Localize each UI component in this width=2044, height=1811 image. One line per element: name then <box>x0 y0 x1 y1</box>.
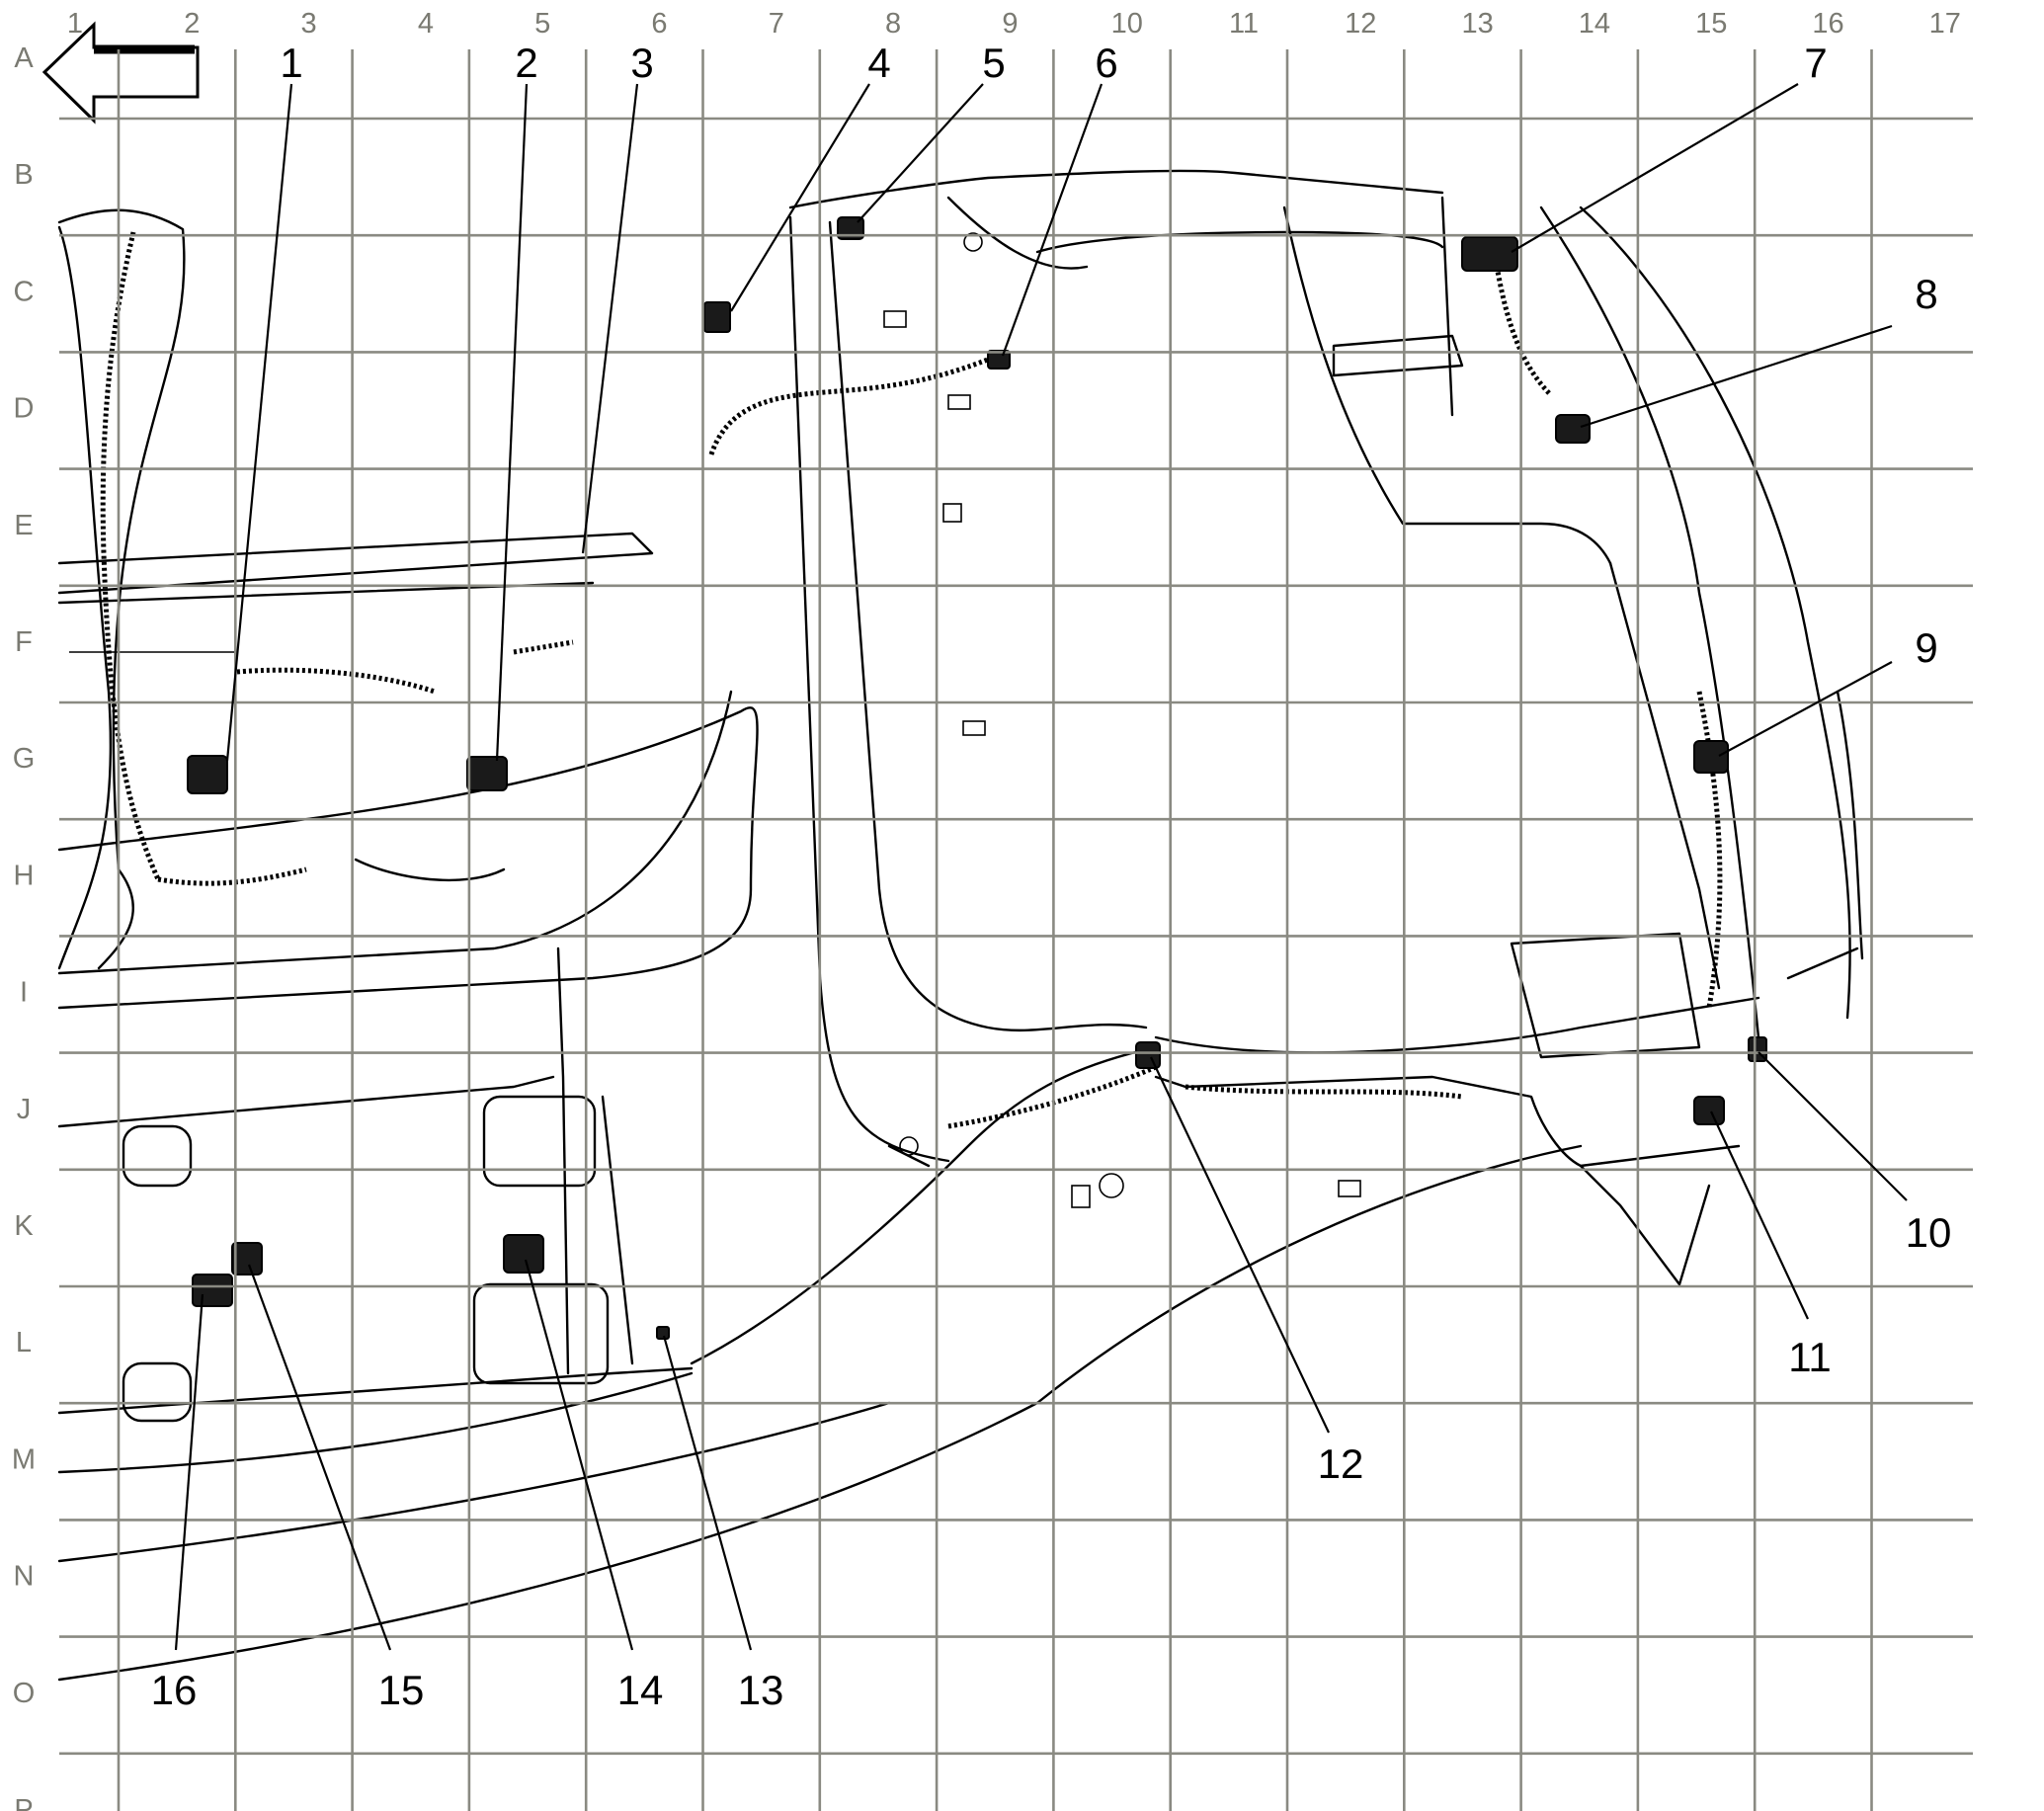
grid-row-label: K <box>14 1210 34 1242</box>
connector-14 <box>503 1234 544 1274</box>
grid-column-label: 11 <box>1229 8 1259 40</box>
connector-13 <box>656 1326 670 1340</box>
connector-4 <box>703 301 731 333</box>
grid-row-label: P <box>14 1794 33 1811</box>
grid-column-label: 3 <box>301 8 317 40</box>
callout-8: 8 <box>1915 271 1937 317</box>
grid-column-label: 8 <box>885 8 901 40</box>
grid-row-label: A <box>14 42 34 74</box>
grid-row-label: E <box>14 510 33 541</box>
grid-row-label: D <box>14 393 35 425</box>
grid-row-label: G <box>13 743 36 775</box>
callout-1: 1 <box>280 40 302 86</box>
callout-6: 6 <box>1095 40 1117 86</box>
connector-15 <box>231 1242 263 1276</box>
grid-column-label: 10 <box>1111 8 1143 40</box>
connector-8 <box>1555 414 1591 444</box>
grid-column-label: 6 <box>651 8 667 40</box>
callout-4: 4 <box>867 40 890 86</box>
grid-column-label: 5 <box>534 8 550 40</box>
grid-column-label: 7 <box>769 8 784 40</box>
callout-2: 2 <box>515 40 537 86</box>
grid-column-label: 9 <box>1002 8 1018 40</box>
connector-5 <box>837 216 864 240</box>
grid-row-label: C <box>14 276 35 307</box>
callout-13: 13 <box>738 1667 784 1713</box>
callout-10: 10 <box>1906 1209 1952 1256</box>
callout-3: 3 <box>630 40 653 86</box>
grid-column-label: 1 <box>67 8 83 40</box>
grid-column-label: 15 <box>1695 8 1727 40</box>
left-arrow-icon <box>41 21 200 124</box>
callout-15: 15 <box>378 1667 425 1713</box>
grid-column-label: 16 <box>1812 8 1843 40</box>
grid-row-label: I <box>20 977 28 1009</box>
callout-leaders <box>174 83 1908 1651</box>
connector-11 <box>1693 1096 1725 1125</box>
connector-9 <box>1693 740 1729 774</box>
connector-7 <box>1461 236 1518 272</box>
connector-12 <box>1135 1041 1161 1069</box>
grid-column-label: 14 <box>1579 8 1610 40</box>
callout-5: 5 <box>982 40 1005 86</box>
callout-12: 12 <box>1318 1441 1364 1487</box>
callout-16: 16 <box>151 1667 198 1713</box>
grid-row-label: M <box>12 1443 36 1475</box>
connector-16 <box>192 1274 233 1307</box>
callout-7: 7 <box>1804 40 1827 86</box>
callout-11: 11 <box>1788 1334 1832 1380</box>
grid-row-label: O <box>13 1678 36 1709</box>
grid-row-label: B <box>14 159 33 191</box>
grid-column-label: 2 <box>184 8 200 40</box>
callout-numbers: 1 2 3 4 5 6 7 8 9 10 11 12 13 14 15 16 <box>151 40 1952 1713</box>
grid-row-label: N <box>14 1561 35 1593</box>
grid-row-label: L <box>16 1327 32 1358</box>
grid-column-label: 13 <box>1461 8 1493 40</box>
vehicle-body-outline <box>57 169 1864 1682</box>
grid-row-label: F <box>15 626 33 658</box>
connector-2 <box>466 756 508 791</box>
callout-14: 14 <box>617 1667 664 1713</box>
connector-6 <box>987 350 1011 370</box>
grid-column-label: 17 <box>1929 8 1961 40</box>
grid-column-label: 4 <box>418 8 434 40</box>
grid-row-label: J <box>17 1094 32 1125</box>
connector-1 <box>187 755 228 794</box>
callout-9: 9 <box>1915 624 1937 671</box>
grid-row-label: H <box>14 860 35 891</box>
grid-column-label: 12 <box>1345 8 1376 40</box>
connectors <box>187 216 1767 1340</box>
